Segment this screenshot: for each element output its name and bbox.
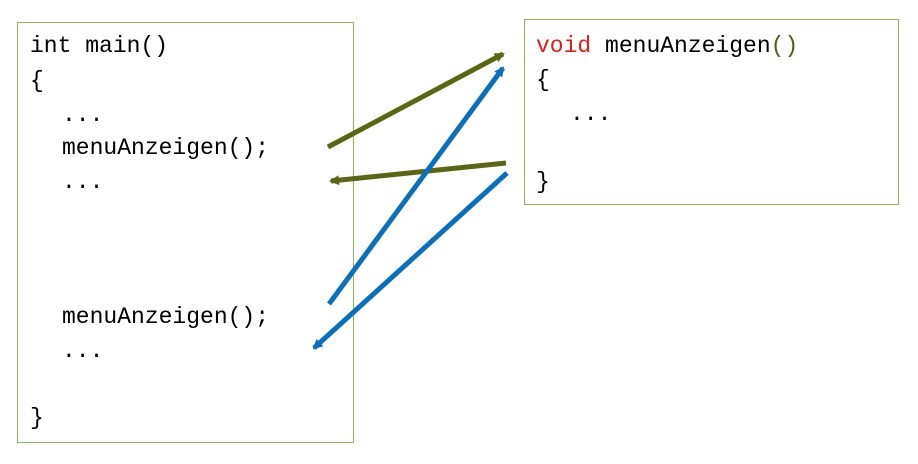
void-keyword: void xyxy=(536,33,592,59)
function-close-brace: } xyxy=(536,169,550,195)
main-signature: int main() xyxy=(30,33,169,59)
function-ellipsis: ... xyxy=(570,101,612,127)
arrow-call-1-return xyxy=(329,160,507,186)
main-call-1: menuAnzeigen(); xyxy=(62,135,270,161)
main-call-2: menuAnzeigen(); xyxy=(62,304,270,330)
function-signature: void menuAnzeigen() xyxy=(536,35,798,58)
arrow-call-2-jump xyxy=(326,66,506,306)
main-ellipsis-2: ... xyxy=(62,169,104,195)
main-ellipsis-3: ... xyxy=(62,338,104,364)
main-ellipsis-1: ... xyxy=(62,102,104,128)
arrow-call-1-jump xyxy=(326,51,505,150)
function-open-brace: { xyxy=(536,67,550,93)
main-close-brace: } xyxy=(30,405,44,431)
main-function-box: int main() { ... menuAnzeigen(); ... men… xyxy=(17,22,354,443)
main-open-brace: { xyxy=(30,68,44,94)
menu-function-box: void menuAnzeigen() { ... } xyxy=(524,19,899,205)
function-name: menuAnzeigen xyxy=(605,33,771,59)
function-parens: () xyxy=(770,33,799,59)
